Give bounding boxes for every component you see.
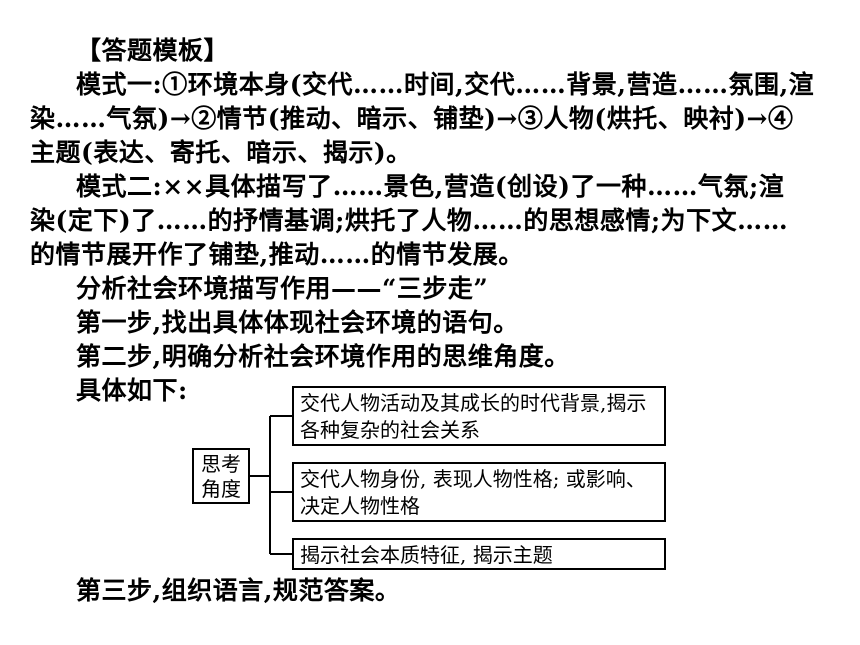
mode-one-line-3: 主题(表达、寄托、暗示、揭示)。 [30,138,412,167]
details-intro: 具体如下: [76,376,188,405]
mode-two-line-2: 染(定下)了……的抒情基调;烘托了人物……的思想感情;为下文…… [30,206,789,235]
mode-two-line-1: 模式二:××具体描写了……景色,营造(创设)了一种……气氛;渲 [76,172,785,201]
thinking-angle-diagram: 思考 角度 交代人物活动及其成长的时代背景,揭示各种复杂的社会关系 交代人物身份… [192,380,672,570]
step-two: 第二步,明确分析社会环境作用的思维角度。 [76,342,570,371]
diagram-connectors [250,415,292,555]
branch-box-social-essence: 揭示社会本质特征, 揭示主题 [292,538,666,570]
mode-one-line-1: 模式一:①环境本身(交代……时间,交代……背景,营造……氛围,渲 [76,70,815,99]
center-box-line-2: 角度 [201,477,241,501]
social-analysis-title: 分析社会环境描写作用——“三步走” [76,274,489,303]
template-title: 【答题模板】 [76,36,230,65]
center-box-line-1: 思考 [201,452,241,476]
branch-box-era-background: 交代人物活动及其成长的时代背景,揭示各种复杂的社会关系 [292,386,666,446]
mode-one-line-2: 染……气氛)→②情节(推动、暗示、铺垫)→③人物(烘托、映衬)→④ [30,104,794,133]
step-one: 第一步,找出具体体现社会环境的语句。 [76,308,519,337]
mode-two-line-3: 的情节展开作了铺垫,推动……的情节发展。 [30,240,524,269]
step-three: 第三步,组织语言,规范答案。 [76,576,401,605]
center-box-thinking-angle: 思考 角度 [192,448,250,504]
branch-box-character-identity: 交代人物身份, 表现人物性格; 或影响、决定人物性格 [292,462,666,522]
